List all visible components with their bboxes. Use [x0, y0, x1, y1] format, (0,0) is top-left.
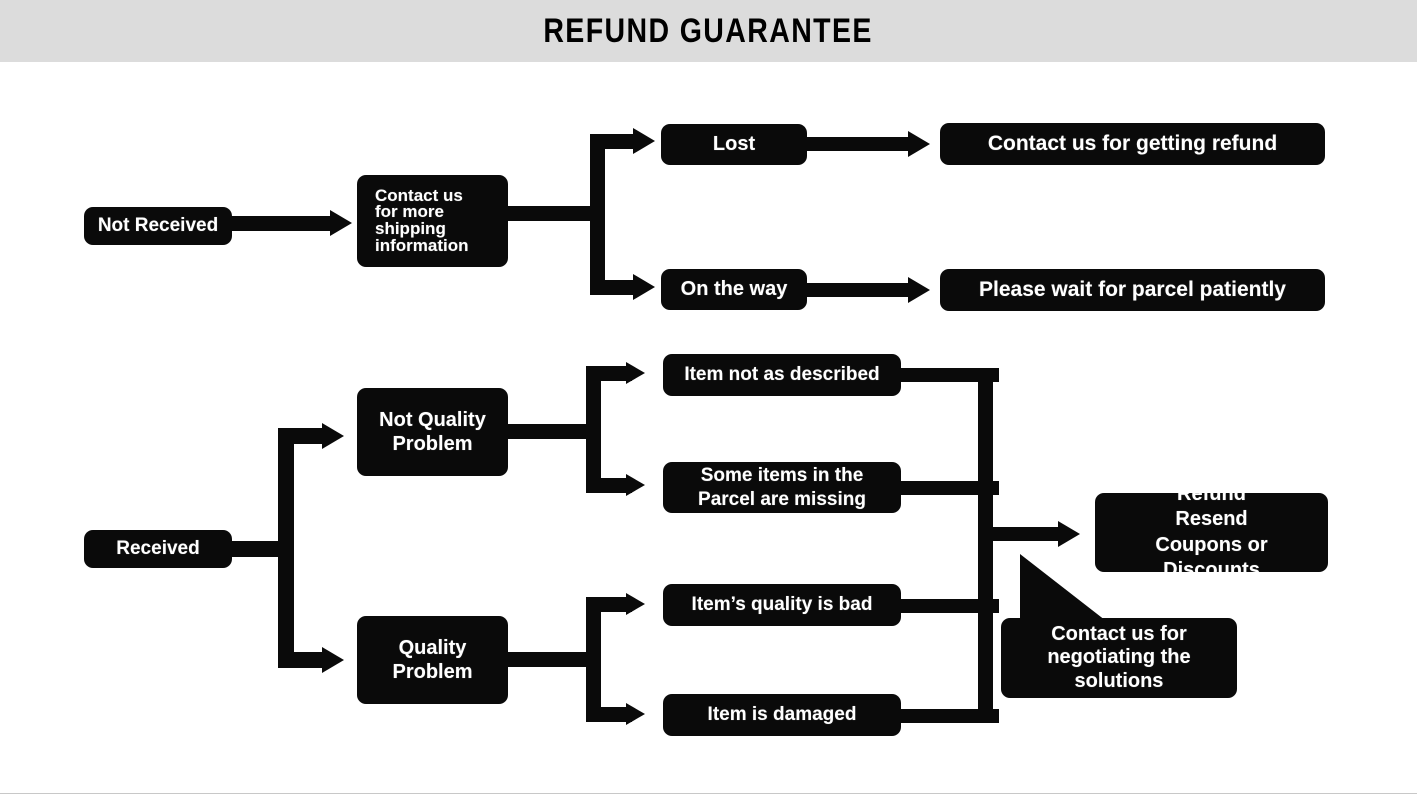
connector-to-items-missing: [586, 478, 632, 493]
node-not-received[interactable]: Not Received: [84, 207, 232, 245]
arrowhead-to-item-not-described: [626, 362, 645, 384]
node-item-quality-bad[interactable]: Item’s quality is bad: [663, 584, 901, 626]
connector-stub-items-missing: [901, 481, 999, 495]
node-on-the-way[interactable]: On the way: [661, 269, 807, 310]
page-header: REFUND GUARANTEE: [0, 0, 1417, 62]
callout-tail-icon: [1020, 554, 1110, 624]
connector-stub-quality-bad: [901, 599, 999, 613]
node-lost[interactable]: Lost: [661, 124, 807, 165]
connector-contact-to-split: [508, 206, 598, 221]
node-contact-shipping-info[interactable]: Contact us for more shipping information: [357, 175, 508, 267]
connector-split-to-not-quality: [278, 428, 328, 444]
callout-negotiate[interactable]: Contact us for negotiating the solutions: [1001, 618, 1237, 698]
node-quality-problem[interactable]: Quality Problem: [357, 616, 508, 704]
node-resolution[interactable]: Refund Resend Coupons or Discounts: [1095, 483, 1328, 581]
node-wait-parcel[interactable]: Please wait for parcel patiently: [940, 269, 1325, 311]
connector-collector-vertical: [978, 368, 993, 723]
node-item-quality-bad-label: Item’s quality is bad: [691, 594, 873, 616]
connector-split-vertical-top: [590, 134, 605, 294]
node-some-items-missing[interactable]: Some items in the Parcel are missing: [663, 462, 901, 513]
connector-received-split-vertical: [278, 428, 294, 668]
arrowhead-lost-to-outcome: [908, 131, 930, 157]
node-quality-problem-label: Quality Problem: [392, 636, 473, 683]
arrowhead-collector-to-resolution: [1058, 521, 1080, 547]
node-not-received-label: Not Received: [97, 215, 219, 237]
connector-lost-to-outcome: [807, 137, 913, 151]
arrowhead-split-to-lost: [633, 128, 655, 154]
node-received[interactable]: Received: [84, 530, 232, 568]
connector-collector-to-resolution: [986, 527, 1068, 541]
node-item-damaged-label: Item is damaged: [707, 704, 857, 726]
arrowhead-to-quality-bad: [626, 593, 645, 615]
arrowhead-split-to-quality: [322, 647, 344, 673]
arrowhead-split-to-ontheway: [633, 274, 655, 300]
node-some-items-missing-label: Some items in the Parcel are missing: [698, 464, 866, 510]
connector-split-to-ontheway: [590, 280, 638, 295]
node-resolution-label: Refund Resend Coupons or Discounts: [1155, 482, 1268, 581]
connector-ontheway-to-outcome: [807, 283, 913, 297]
connector-not-quality-to-split: [508, 424, 593, 439]
connector-split-to-lost: [590, 134, 638, 149]
node-on-the-way-label: On the way: [680, 278, 788, 301]
node-contact-refund-label: Contact us for getting refund: [987, 132, 1278, 156]
connector-stub-item-not-described: [901, 368, 999, 382]
node-lost-label: Lost: [712, 133, 756, 156]
connector-quality-to-split: [508, 652, 593, 667]
connector-to-item-damaged: [586, 707, 632, 722]
arrowhead-to-item-damaged: [626, 703, 645, 725]
node-contact-shipping-info-label: Contact us for more shipping information: [375, 185, 469, 255]
arrowhead-split-to-not-quality: [322, 423, 344, 449]
node-item-damaged[interactable]: Item is damaged: [663, 694, 901, 736]
node-not-quality-problem[interactable]: Not Quality Problem: [357, 388, 508, 476]
connector-quality-split-vertical: [586, 597, 601, 722]
node-received-label: Received: [116, 538, 200, 560]
node-item-not-as-described[interactable]: Item not as described: [663, 354, 901, 396]
connector-to-item-not-described: [586, 366, 632, 381]
connector-not-received-to-contact: [232, 216, 334, 231]
node-item-not-as-described-label: Item not as described: [684, 364, 880, 386]
connector-to-quality-bad: [586, 597, 632, 612]
page-title: REFUND GUARANTEE: [543, 10, 874, 51]
arrowhead-ontheway-to-outcome: [908, 277, 930, 303]
callout-negotiate-label: Contact us for negotiating the solutions: [1047, 622, 1191, 692]
connector-split-to-quality: [278, 652, 328, 668]
connector-stub-item-damaged: [901, 709, 999, 723]
node-contact-refund[interactable]: Contact us for getting refund: [940, 123, 1325, 165]
node-not-quality-problem-label: Not Quality Problem: [379, 408, 486, 455]
arrowhead-not-received-to-contact: [330, 210, 352, 236]
node-wait-parcel-label: Please wait for parcel patiently: [979, 278, 1286, 302]
connector-not-quality-split-vertical: [586, 366, 601, 493]
arrowhead-to-items-missing: [626, 474, 645, 496]
